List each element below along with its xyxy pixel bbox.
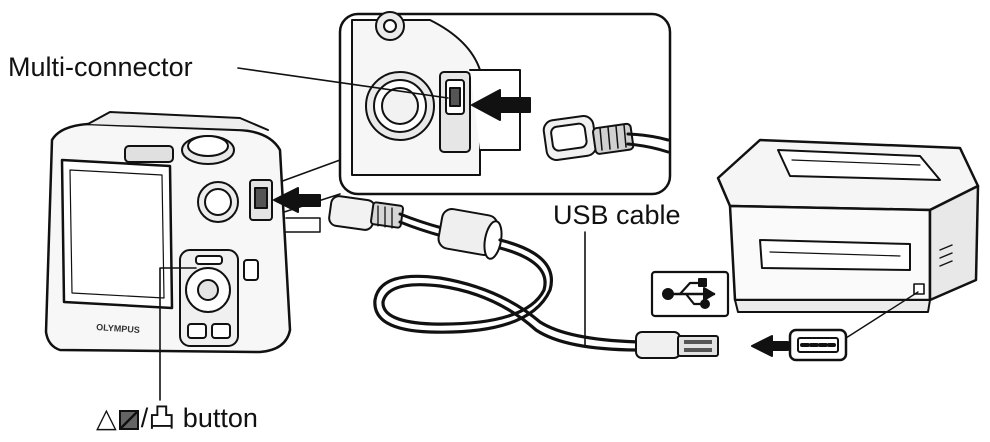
camera: OLYMPUS: [44, 111, 321, 354]
up-triangle-icon: △: [96, 403, 117, 433]
usb-symbol-icon: [650, 270, 730, 318]
svg-text:OLYMPUS: OLYMPUS: [96, 322, 140, 335]
zoom-inset-panel: [338, 11, 672, 196]
multi-connector-label: Multi-connector: [8, 52, 193, 82]
exposure-compensation-icon: [118, 409, 139, 430]
button-label-text: button: [182, 403, 258, 433]
usb-cable-label: USB cable: [553, 200, 681, 230]
multi-connector-leader: [237, 67, 449, 99]
insert-arrow-icon: [471, 89, 531, 121]
button-label: △ / 凸 button: [96, 405, 258, 432]
button-leader: [159, 267, 197, 401]
slash-glyph: /: [140, 403, 149, 433]
usb-cable: [328, 195, 848, 362]
print-icon: 凸: [148, 403, 176, 433]
printer: [716, 138, 980, 339]
